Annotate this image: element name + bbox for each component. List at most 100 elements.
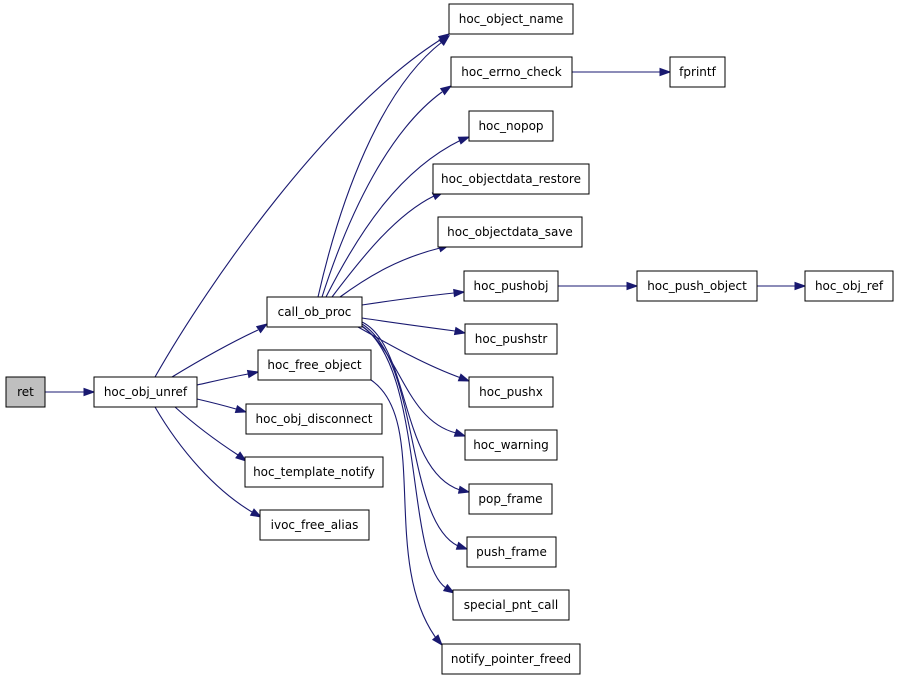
node-box xyxy=(437,216,583,248)
node-ret[interactable]: ret xyxy=(5,376,46,408)
edge-line xyxy=(370,379,437,639)
arrowhead-icon xyxy=(235,451,248,462)
edge-call_ob_proc-to-hoc_object_name xyxy=(317,35,451,298)
node-hoc_pushobj[interactable]: hoc_pushobj xyxy=(463,270,559,302)
arrowhead-icon xyxy=(249,508,263,518)
edge-ret-to-hoc_obj_unref xyxy=(45,387,96,397)
arrowhead-icon xyxy=(234,404,248,414)
node-box xyxy=(468,110,554,142)
edge-line xyxy=(196,373,249,386)
edge-line xyxy=(361,325,447,589)
arrowhead-icon xyxy=(453,326,467,336)
edge-line xyxy=(331,195,435,298)
arrowhead-icon xyxy=(442,583,456,594)
edge-line xyxy=(361,292,455,306)
edge-hoc_errno_check-to-fprintf xyxy=(572,67,672,77)
node-hoc_errno_check[interactable]: hoc_errno_check xyxy=(450,56,573,88)
edge-line xyxy=(154,406,253,513)
edge-hoc_pushobj-to-hoc_push_object xyxy=(558,281,639,291)
node-hoc_warning[interactable]: hoc_warning xyxy=(464,429,558,461)
node-label: push_frame xyxy=(476,545,547,559)
edge-line xyxy=(171,329,259,378)
arrowhead-icon xyxy=(659,67,672,77)
node-box xyxy=(245,403,383,435)
node-label: pop_frame xyxy=(478,492,542,506)
edge-line xyxy=(196,398,237,410)
edge-call_ob_proc-to-push_frame xyxy=(361,323,469,550)
node-hoc_pushx[interactable]: hoc_pushx xyxy=(468,376,554,408)
node-pop_frame[interactable]: pop_frame xyxy=(468,483,553,515)
node-label: hoc_obj_ref xyxy=(815,279,884,293)
node-label: hoc_obj_disconnect xyxy=(256,412,373,426)
node-box xyxy=(5,376,46,408)
node-label: ret xyxy=(17,385,34,399)
node-box xyxy=(450,56,573,88)
edge-line xyxy=(361,317,456,332)
node-special_pnt_call[interactable]: special_pnt_call xyxy=(452,589,570,621)
edge-line xyxy=(321,91,443,298)
node-label: notify_pointer_freed xyxy=(451,652,571,666)
node-box xyxy=(257,349,372,381)
edge-call_ob_proc-to-pop_frame xyxy=(361,321,471,494)
node-label: hoc_push_object xyxy=(647,279,747,293)
arrowhead-icon xyxy=(438,35,451,47)
edges-layer xyxy=(45,33,807,647)
edge-line xyxy=(325,139,462,298)
arrowhead-icon xyxy=(457,485,471,494)
node-label: hoc_obj_unref xyxy=(104,385,188,399)
node-hoc_objectdata_restore[interactable]: hoc_objectdata_restore xyxy=(432,163,590,195)
node-box xyxy=(636,270,758,302)
edge-hoc_obj_unref-to-call_ob_proc xyxy=(171,323,269,378)
edge-line xyxy=(357,326,462,379)
arrowhead-icon xyxy=(246,369,260,379)
edge-call_ob_proc-to-hoc_pushstr xyxy=(361,317,467,336)
node-label: hoc_pushobj xyxy=(474,279,549,293)
node-box xyxy=(452,589,570,621)
edge-hoc_obj_unref-to-hoc_template_notify xyxy=(174,406,248,462)
node-call_ob_proc[interactable]: call_ob_proc xyxy=(266,296,363,328)
node-ivoc_free_alias[interactable]: ivoc_free_alias xyxy=(259,509,370,541)
edge-hoc_obj_unref-to-hoc_free_object xyxy=(196,369,260,386)
node-label: hoc_objectdata_save xyxy=(447,225,573,239)
node-box xyxy=(93,376,198,408)
edge-call_ob_proc-to-hoc_errno_check xyxy=(321,85,453,298)
edge-line xyxy=(339,247,441,298)
edge-hoc_obj_unref-to-hoc_obj_disconnect xyxy=(196,398,248,414)
node-hoc_template_notify[interactable]: hoc_template_notify xyxy=(244,456,384,488)
node-box xyxy=(468,376,554,408)
edge-hoc_obj_unref-to-ivoc_free_alias xyxy=(154,406,263,518)
node-label: hoc_errno_check xyxy=(461,65,562,79)
node-box xyxy=(464,323,558,355)
node-box xyxy=(448,3,574,35)
node-hoc_nopop[interactable]: hoc_nopop xyxy=(468,110,554,142)
arrowhead-icon xyxy=(794,281,807,291)
node-label: hoc_pushx xyxy=(479,385,543,399)
node-hoc_object_name[interactable]: hoc_object_name xyxy=(448,3,574,35)
edge-call_ob_proc-to-hoc_pushobj xyxy=(361,288,466,306)
node-fprintf[interactable]: fprintf xyxy=(669,56,726,88)
node-push_frame[interactable]: push_frame xyxy=(466,536,557,568)
node-hoc_obj_unref[interactable]: hoc_obj_unref xyxy=(93,376,198,408)
arrowhead-icon xyxy=(457,136,471,145)
edge-line xyxy=(361,321,461,491)
node-label: hoc_pushstr xyxy=(475,332,548,346)
node-box xyxy=(244,456,384,488)
node-label: hoc_template_notify xyxy=(253,465,375,479)
node-hoc_pushstr[interactable]: hoc_pushstr xyxy=(464,323,558,355)
nodes-layer: ret hoc_obj_unref call_ob_proc hoc_free_obj… xyxy=(5,3,894,675)
arrowhead-icon xyxy=(626,281,639,291)
arrowhead-icon xyxy=(453,428,467,437)
node-hoc_obj_ref[interactable]: hoc_obj_ref xyxy=(804,270,894,302)
node-hoc_free_object[interactable]: hoc_free_object xyxy=(257,349,372,381)
arrowhead-icon xyxy=(255,323,269,334)
node-box xyxy=(468,483,553,515)
node-hoc_objectdata_save[interactable]: hoc_objectdata_save xyxy=(437,216,583,248)
node-label: fprintf xyxy=(679,65,716,79)
node-hoc_push_object[interactable]: hoc_push_object xyxy=(636,270,758,302)
node-hoc_obj_disconnect[interactable]: hoc_obj_disconnect xyxy=(245,403,383,435)
node-label: ivoc_free_alias xyxy=(271,518,359,532)
node-box xyxy=(463,270,559,302)
arrowhead-icon xyxy=(83,387,96,397)
node-notify_pointer_freed[interactable]: notify_pointer_freed xyxy=(441,643,581,675)
